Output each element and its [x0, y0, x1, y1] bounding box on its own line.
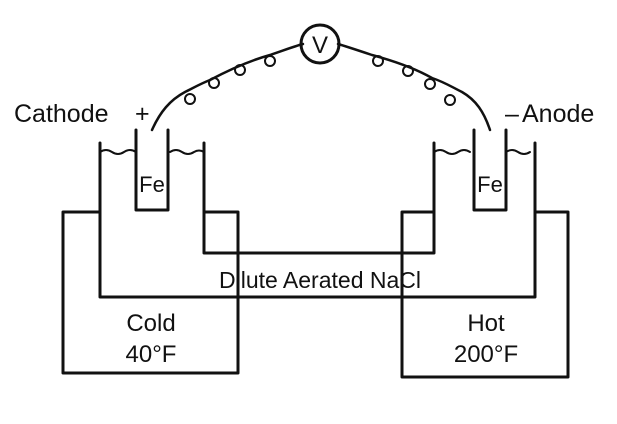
cathode-label: Cathode [14, 100, 109, 128]
left-coil-loop [234, 64, 246, 76]
right-coil-loop [424, 78, 436, 90]
hot-bath-temperature: 200°F [454, 341, 518, 368]
cold-bath-temperature: 40°F [126, 341, 177, 368]
cold-bath-outline [61, 210, 240, 375]
left-electrode-label: Fe [139, 172, 165, 197]
left-coil-loop [264, 55, 276, 67]
hot-bath-outline [400, 210, 570, 379]
electrolyte-label: Dilute Aerated NaCl [219, 267, 421, 293]
electrolyte-vessel-inner [202, 141, 436, 255]
right-coil-loop [444, 94, 456, 106]
anode-polarity: – [505, 100, 519, 128]
left-fe-electrode [134, 128, 170, 212]
right-fe-electrode [472, 128, 508, 212]
right-electrode-label: Fe [477, 172, 503, 197]
right-coiled-wire [336, 42, 492, 132]
left-coil-loop [184, 93, 196, 105]
right-liquid-surface [433, 149, 531, 155]
left-liquid-surface [99, 149, 205, 155]
anode-label: Anode [522, 100, 594, 128]
cathode-polarity: + [135, 100, 150, 128]
electrolyte-vessel-outer [98, 141, 537, 299]
left-coiled-wire [150, 42, 305, 132]
left-coil-loop [208, 77, 220, 89]
cold-bath-label: Cold [126, 310, 175, 337]
voltmeter-symbol: V [312, 32, 328, 59]
right-coil-loop [372, 55, 384, 67]
hot-bath-label: Hot [467, 310, 505, 337]
voltmeter-circle [299, 23, 341, 65]
right-coil-loop [402, 65, 414, 77]
